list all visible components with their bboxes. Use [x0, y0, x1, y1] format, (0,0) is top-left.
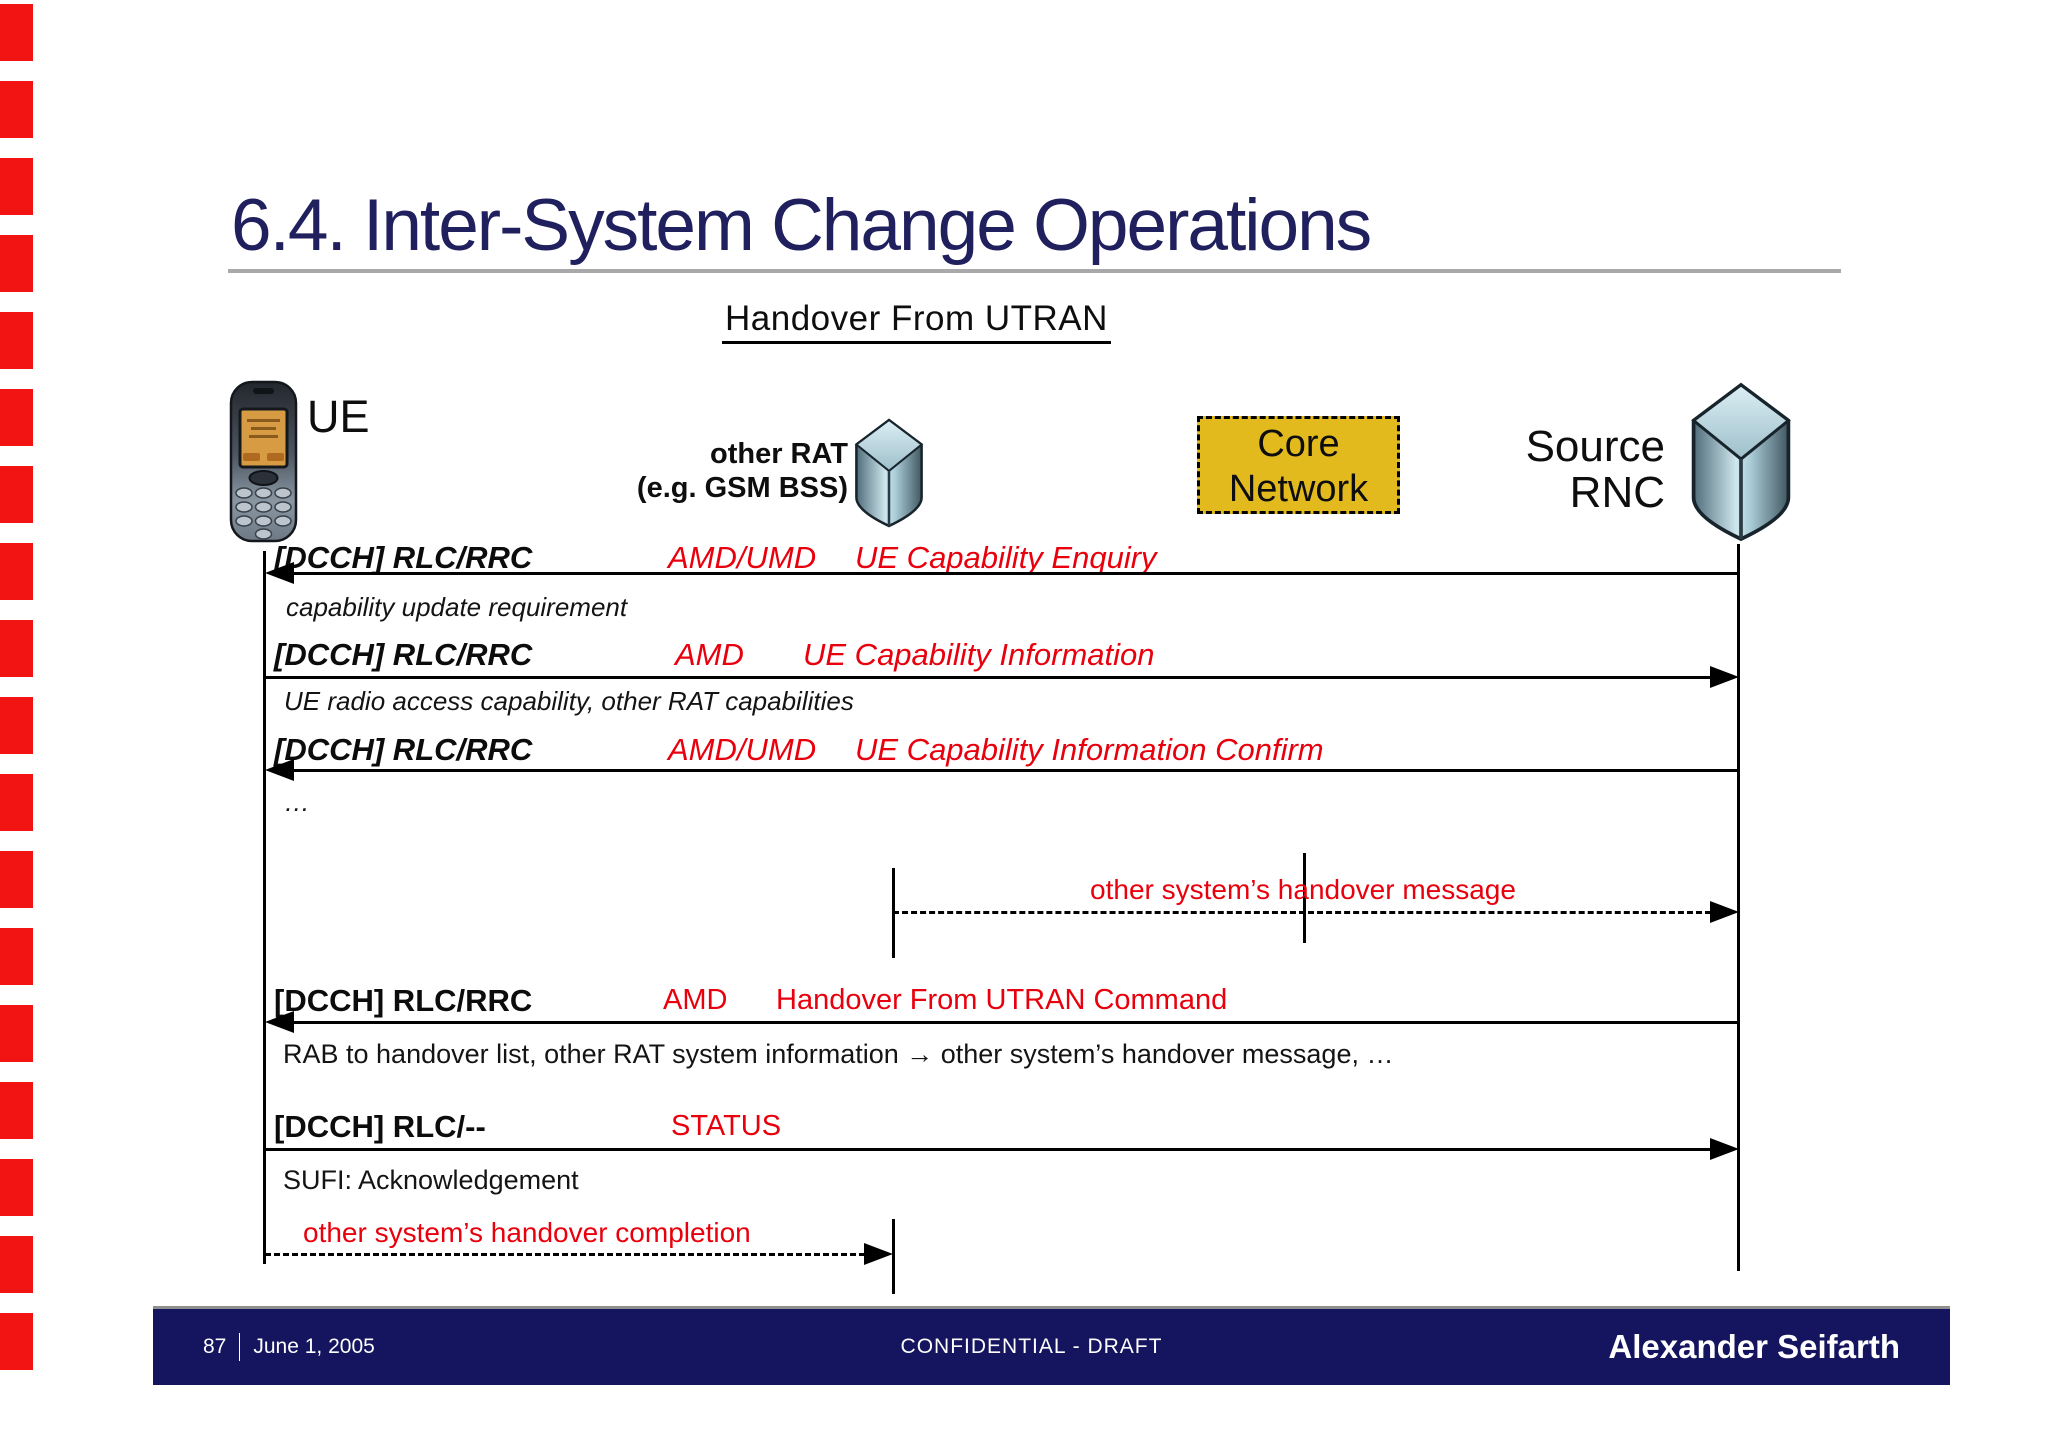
handover-completion-dashed-line [265, 1253, 865, 1256]
msg4-param: RAB to handover list, other RAT system i… [283, 1039, 1394, 1069]
handover-completion-arrowhead-right [864, 1243, 893, 1265]
footer-separator [239, 1333, 241, 1361]
other-rat-line1: other RAT [709, 438, 848, 470]
msg5-param: SUFI: Acknowledgement [283, 1165, 579, 1195]
core-network-line2: Network [1228, 468, 1369, 510]
msg2-name: UE Capability Information [803, 637, 1155, 672]
source-rnc-node-icon [1678, 382, 1804, 542]
title-rule [228, 269, 1841, 273]
ue-entity-label: UE [307, 391, 370, 442]
diagram-subtitle: Handover From UTRAN [722, 301, 1111, 344]
msg5-arrow-line [266, 1148, 1712, 1151]
msg2-arrowhead-right [1710, 666, 1739, 688]
msg3-param: … [284, 787, 310, 817]
msg2-param: UE radio access capability, other RAT ca… [284, 686, 854, 716]
core-network-box: Core Network [1197, 416, 1400, 514]
handover-completion-label: other system’s handover completion [303, 1217, 751, 1248]
core-network-lifeline-segment [1303, 853, 1306, 943]
footer-author: Alexander Seifarth [1608, 1328, 1900, 1365]
msg1-channel-label: [DCCH] RLC/RRC [274, 540, 533, 575]
other-rat-lifeline-segment-2 [892, 1219, 895, 1294]
other-rat-entity-label: other RAT (e.g. GSM BSS) [580, 437, 848, 505]
source-rnc-entity-label: Source RNC [1435, 424, 1665, 516]
handover-message-dashed-line [893, 911, 1711, 914]
footer-date: June 1, 2005 [253, 1335, 375, 1358]
other-rat-line2: (e.g. GSM BSS) [636, 472, 848, 504]
msg5-arrowhead-right [1710, 1138, 1739, 1160]
left-red-crop-mark [0, 4, 33, 1382]
msg4-channel-label: [DCCH] RLC/RRC [274, 983, 533, 1018]
msg3-arrowhead-left [265, 759, 294, 781]
msg3-channel-label: [DCCH] RLC/RRC [274, 732, 533, 767]
msg1-param: capability update requirement [286, 592, 628, 622]
page-title: 6.4. Inter-System Change Operations [231, 185, 1372, 266]
msg3-name: UE Capability Information Confirm [855, 732, 1324, 767]
footer-page-number: 87 [203, 1335, 227, 1358]
msg4-name: Handover From UTRAN Command [776, 984, 1228, 1016]
footer-bar: 87 June 1, 2005 CONFIDENTIAL - DRAFT Ale… [153, 1306, 1950, 1385]
msg2-channel-label: [DCCH] RLC/RRC [274, 637, 533, 672]
msg2-mode: AMD [675, 637, 744, 672]
core-network-line1: Core [1257, 423, 1340, 465]
footer-classification: CONFIDENTIAL - DRAFT [900, 1335, 1163, 1358]
handover-message-label: other system’s handover message [1090, 874, 1516, 905]
msg1-mode: AMD/UMD [668, 540, 817, 575]
other-rat-node-icon [852, 418, 926, 528]
handover-message-arrowhead-right [1710, 901, 1739, 923]
msg3-arrow-line [272, 769, 1738, 772]
source-rnc-line2: RNC [1569, 468, 1665, 517]
source-rnc-line1: Source [1525, 422, 1665, 471]
msg2-arrow-line [266, 676, 1712, 679]
msg5-mode: STATUS [671, 1110, 782, 1142]
msg1-name: UE Capability Enquiry [855, 540, 1157, 575]
msg4-arrow-line [272, 1021, 1738, 1024]
msg1-arrowhead-left [265, 562, 294, 584]
msg1-arrow-line [272, 572, 1738, 575]
msg3-mode: AMD/UMD [668, 732, 817, 767]
msg4-arrowhead-left [265, 1011, 294, 1033]
ue-lifeline [263, 551, 266, 1264]
msg5-channel-label: [DCCH] RLC/-- [274, 1109, 486, 1144]
footer-page-date: 87 June 1, 2005 [203, 1333, 375, 1361]
msg4-mode: AMD [663, 984, 728, 1016]
ue-phone-icon [227, 377, 300, 545]
